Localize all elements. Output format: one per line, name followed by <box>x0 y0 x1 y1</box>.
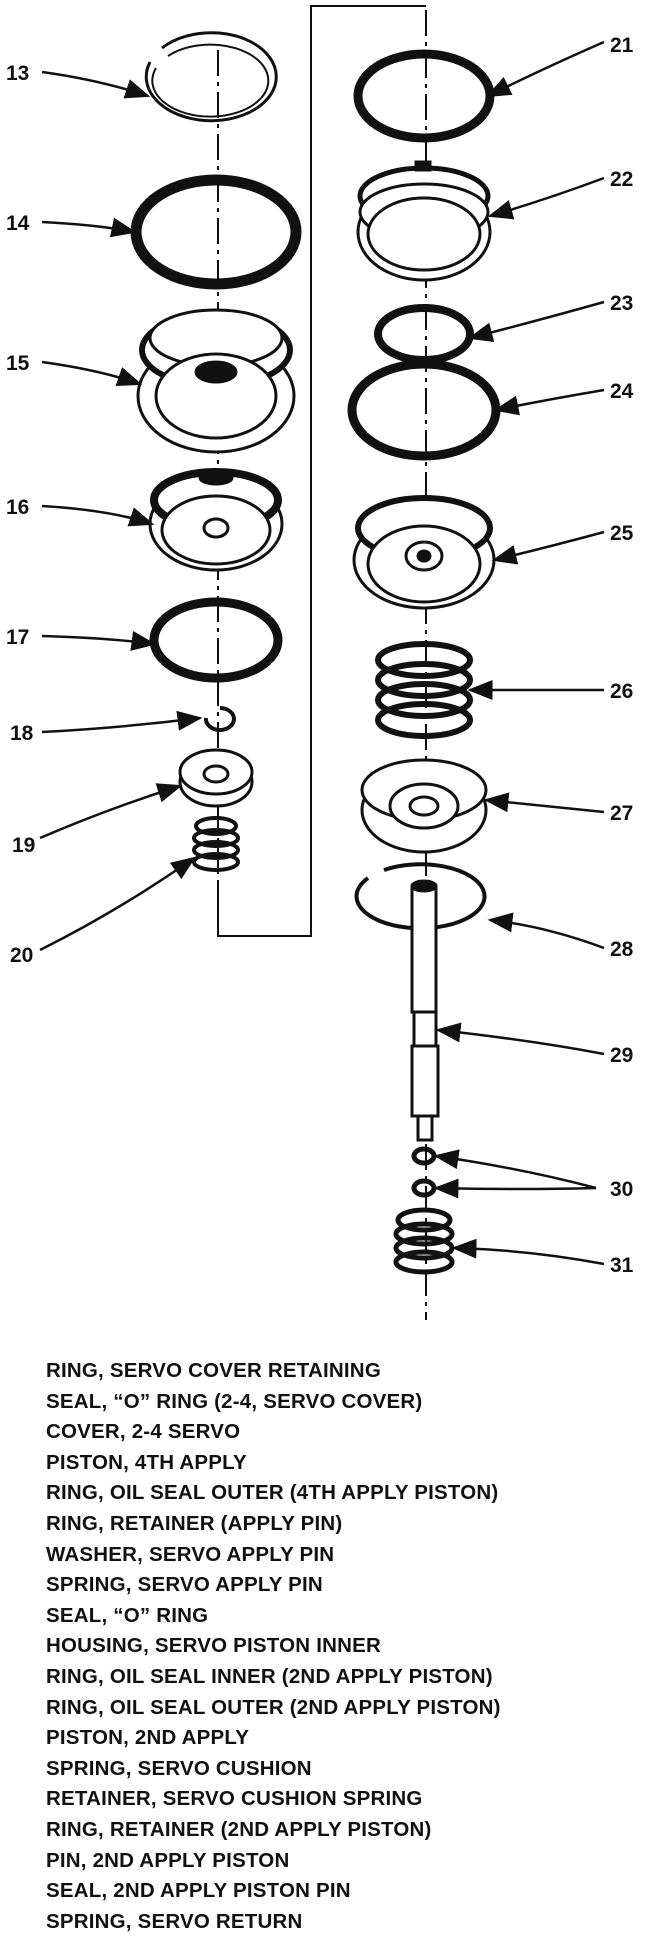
parts-legend-item: RING, SERVO COVER RETAINING <box>46 1359 381 1382</box>
part-16-4th-apply-piston <box>148 468 284 572</box>
part-19-washer <box>178 748 254 808</box>
parts-legend-item: RING, RETAINER (2ND APPLY PISTON) <box>46 1817 432 1841</box>
parts-legend-item: RING, OIL SEAL OUTER (2ND APPLY PISTON) <box>46 1695 501 1719</box>
servo-exploded-diagram: 13 14 15 16 17 18 19 20 21 22 23 24 25 2… <box>6 5 634 1320</box>
callout-28: 28 <box>610 938 634 961</box>
callout-18: 18 <box>10 722 34 745</box>
part-31-return-spring <box>393 1207 455 1275</box>
callout-30: 30 <box>610 1178 633 1201</box>
callout-27: 27 <box>610 802 633 825</box>
parts-legend-item: RING, OIL SEAL OUTER (4TH APPLY PISTON) <box>46 1481 499 1505</box>
parts-legend-item: COVER, 2-4 SERVO <box>46 1420 241 1444</box>
part-30-pin-seals <box>411 1146 437 1198</box>
part-13-retaining-ring <box>144 31 278 123</box>
callout-19: 19 <box>12 834 35 857</box>
parts-legend: RING, SERVO COVER RETAINING SEAL, “O” RI… <box>46 1356 666 1937</box>
parts-legend-item: WASHER, SERVO APPLY PIN <box>46 1542 335 1566</box>
part-15-servo-cover <box>136 308 296 454</box>
callout-23: 23 <box>610 292 633 315</box>
callout-21: 21 <box>610 34 634 57</box>
parts-legend-item: RETAINER, SERVO CUSHION SPRING <box>46 1787 423 1811</box>
part-22-piston-housing <box>356 160 492 282</box>
parts-legend-item: SPRING, SERVO RETURN <box>46 1909 303 1933</box>
parts-legend-item: SEAL, “O” RING <box>46 1603 209 1627</box>
callout-14: 14 <box>6 212 30 235</box>
callout-16: 16 <box>6 496 29 519</box>
callout-13: 13 <box>6 62 29 85</box>
callout-17: 17 <box>6 626 29 649</box>
part-28-retainer-ring <box>354 862 487 931</box>
parts-legend-item: RING, OIL SEAL INNER (2ND APPLY PISTON) <box>46 1664 493 1688</box>
leader-lines <box>39 40 605 1266</box>
callout-labels: 13 14 15 16 17 18 19 20 21 22 23 24 25 2… <box>6 34 634 1277</box>
part-23-inner-seal-ring <box>374 304 474 364</box>
part-14-o-ring <box>130 174 302 290</box>
part-26-cushion-spring <box>375 641 473 739</box>
part-21-seal-ring <box>353 49 495 143</box>
parts-legend-item: PIN, 2ND APPLY PISTON <box>46 1848 290 1872</box>
callout-22: 22 <box>610 168 633 191</box>
parts-legend-item: HOUSING, SERVO PISTON INNER <box>46 1634 381 1658</box>
part-18-retainer-ring <box>203 706 236 732</box>
parts-legend-item: SEAL, “O” RING (2-4, SERVO COVER) <box>46 1389 423 1413</box>
parts-legend-item: RING, RETAINER (APPLY PIN) <box>46 1511 343 1535</box>
part-27-cushion-spring-retainer <box>360 758 488 854</box>
part-20-spring <box>192 816 240 872</box>
parts-legend-item: SPRING, SERVO CUSHION <box>46 1756 312 1780</box>
part-24-outer-seal-ring <box>347 359 501 461</box>
callout-26: 26 <box>610 680 633 703</box>
part-17-oil-seal-ring <box>149 597 283 683</box>
callout-15: 15 <box>6 352 30 375</box>
parts-legend-item: PISTON, 4TH APPLY <box>46 1450 247 1474</box>
callout-20: 20 <box>10 944 33 967</box>
parts-legend-item: SPRING, SERVO APPLY PIN <box>46 1573 323 1597</box>
parts-legend-item: SEAL, 2ND APPLY PISTON PIN <box>46 1879 351 1903</box>
callout-24: 24 <box>610 380 634 403</box>
callout-25: 25 <box>610 522 634 545</box>
callout-29: 29 <box>610 1044 633 1067</box>
callout-31: 31 <box>610 1254 634 1277</box>
part-25-2nd-apply-piston <box>352 495 496 610</box>
connector-bracket <box>217 5 426 937</box>
part-29-apply-pin <box>410 879 440 1142</box>
parts-legend-item: PISTON, 2ND APPLY <box>46 1726 250 1750</box>
